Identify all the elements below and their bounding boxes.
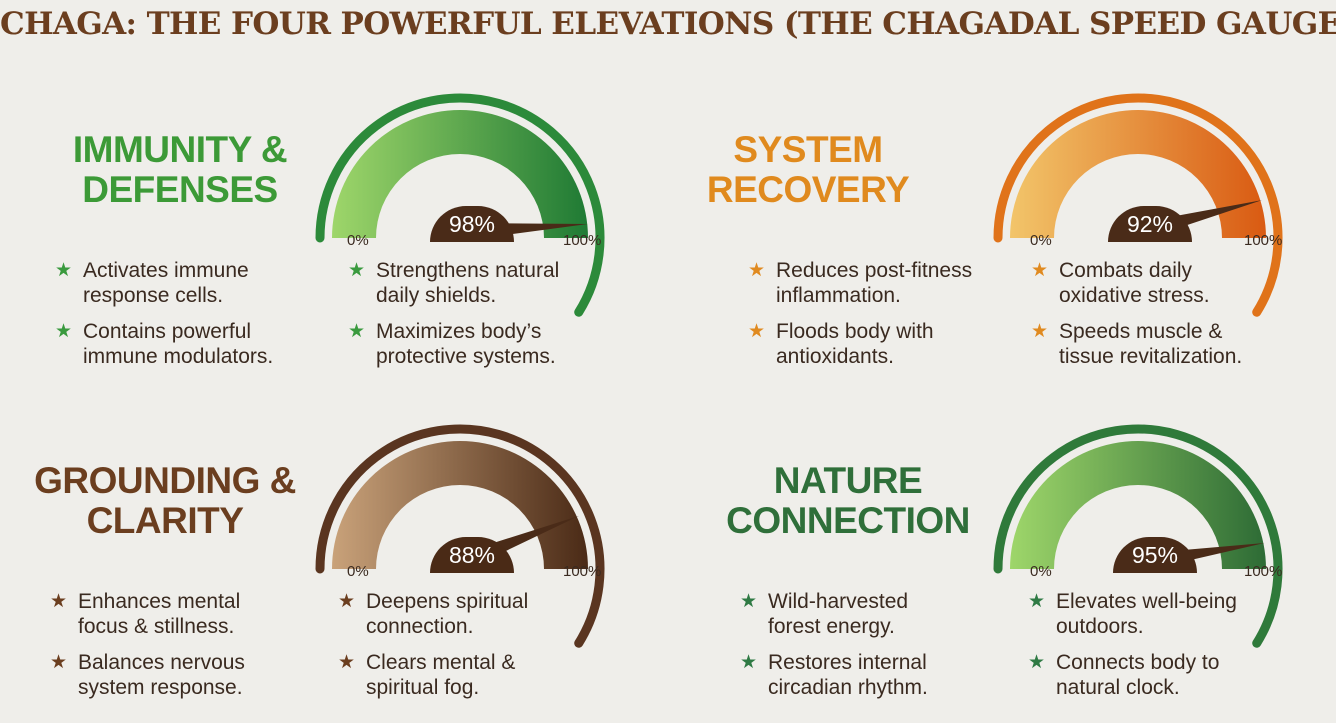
star-icon: ★ [748,321,766,342]
star-icon: ★ [1031,321,1049,342]
star-icon: ★ [348,260,366,281]
panel-recovery: SYSTEM RECOVERY 0% 100% 92% ★Reduces pos… [668,62,1336,392]
star-icon: ★ [50,591,68,612]
gauge-band [1010,441,1266,569]
gauge-band [1010,110,1266,238]
benefit-item: ★Combats daily oxidative stress. [1031,259,1210,307]
star-icon: ★ [50,652,68,673]
gauge-band [332,110,588,238]
gauge-min-label: 0% [1030,563,1052,580]
gauge-max-label: 100% [1244,232,1283,249]
gauge-rim [993,93,1283,317]
panel-heading: NATURE CONNECTION [726,460,970,541]
star-icon: ★ [55,321,73,342]
panel-heading: IMMUNITY & DEFENSES [72,129,288,210]
star-icon: ★ [338,652,356,673]
benefit-item: ★Reduces post-fitness inflammation. [748,259,973,307]
benefit-item: ★Wild-harvested forest energy. [740,590,909,638]
gauge-value-label: 95% [1113,537,1197,573]
benefit-item: ★Restores internal circadian rhythm. [740,651,928,699]
benefit-item: ★Strengthens natural daily shields. [348,259,560,307]
page-title: CHAGA: THE FOUR POWERFUL ELEVATIONS (THE… [0,6,1336,42]
star-icon: ★ [748,260,766,281]
benefit-item: ★Speeds muscle & tissue revitalization. [1031,320,1243,368]
star-icon: ★ [740,652,758,673]
gauge-max-label: 100% [563,232,602,249]
benefit-item: ★Activates immune response cells. [55,259,249,307]
panel-heading: SYSTEM RECOVERY [706,129,910,210]
gauge-min-label: 0% [347,563,369,580]
benefit-item: ★Floods body with antioxidants. [748,320,934,368]
gauge-min-label: 0% [347,232,369,249]
panel-grounding: GROUNDING & CLARITY 0% 100% 88% ★Enhance… [0,393,668,723]
benefit-item: ★Balances nervous system response. [50,651,245,699]
gauge-rim [993,424,1283,648]
benefit-item: ★Deepens spiritual connection. [338,590,529,638]
star-icon: ★ [740,591,758,612]
benefit-item: ★Maximizes body’s protective systems. [348,320,556,368]
benefit-item: ★Enhances mental focus & stillness. [50,590,241,638]
star-icon: ★ [1028,591,1046,612]
benefit-item: ★Clears mental & spiritual fog. [338,651,516,699]
gauge-rim [315,424,605,648]
star-icon: ★ [55,260,73,281]
panel-nature: NATURE CONNECTION 0% 100% 95% ★Wild-harv… [668,393,1336,723]
panel-immunity: IMMUNITY & DEFENSES 0% 100% 98% ★Activat… [0,62,668,392]
panel-heading: GROUNDING & CLARITY [34,460,296,541]
gauge-band [332,441,588,569]
gauge-rim [315,93,605,317]
gauge-max-label: 100% [563,563,602,580]
star-icon: ★ [348,321,366,342]
star-icon: ★ [338,591,356,612]
benefit-item: ★Contains powerful immune modulators. [55,320,274,368]
gauge-min-label: 0% [1030,232,1052,249]
gauge-max-label: 100% [1244,563,1283,580]
star-icon: ★ [1031,260,1049,281]
star-icon: ★ [1028,652,1046,673]
benefit-item: ★Connects body to natural clock. [1028,651,1220,699]
benefit-item: ★Elevates well-being outdoors. [1028,590,1237,638]
